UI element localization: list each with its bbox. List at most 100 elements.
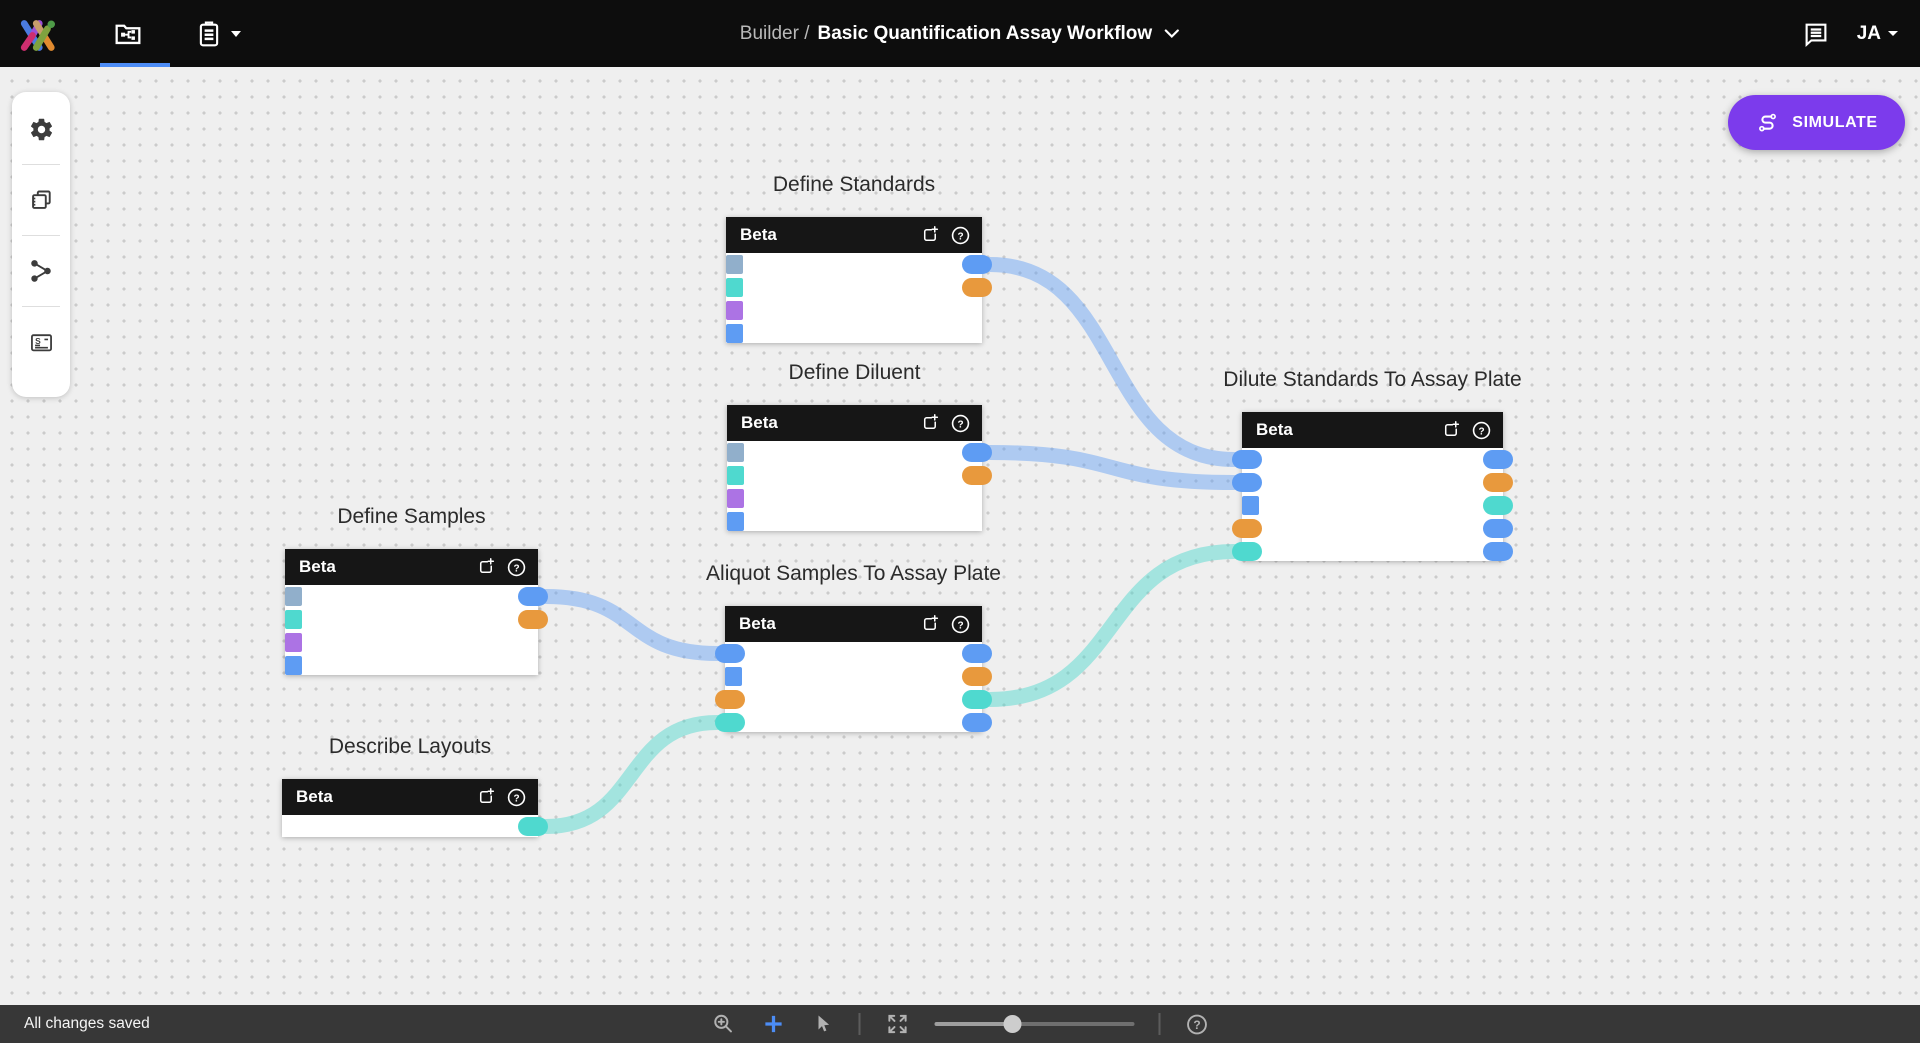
node-describe-layouts[interactable]: Beta ? [282, 779, 548, 837]
left-port-blue[interactable] [1242, 496, 1259, 515]
node-aliquot-samples[interactable]: Beta ? [715, 606, 992, 732]
left-port-orange[interactable] [715, 690, 745, 709]
breadcrumb-prefix: Builder / [739, 22, 810, 44]
node-header[interactable]: Beta ? [282, 779, 538, 815]
left-port-blue[interactable] [727, 512, 744, 531]
zoom-in-button[interactable] [711, 1011, 737, 1037]
zoom-in-icon [714, 1014, 732, 1033]
node-define-diluent[interactable]: Beta ? [727, 405, 992, 531]
copy-add-button[interactable] [475, 557, 496, 578]
left-port-orange[interactable] [1232, 519, 1262, 538]
right-port-blue[interactable] [962, 443, 992, 462]
node-define-standards[interactable]: Beta ? [726, 217, 992, 343]
left-port-slate[interactable] [285, 587, 302, 606]
right-port-orange[interactable] [1483, 473, 1513, 492]
protocols-clipboard-icon [199, 20, 219, 46]
left-port-teal[interactable] [715, 713, 745, 732]
caret-down-icon [231, 30, 241, 37]
connection-edge[interactable] [538, 589, 725, 661]
right-port-teal[interactable] [518, 817, 548, 836]
right-port-blue[interactable] [962, 713, 992, 732]
help-circle-button[interactable]: ? [950, 614, 971, 635]
copy-add-button[interactable] [919, 225, 940, 246]
help-circle-button[interactable]: ? [506, 557, 527, 578]
right-port-blue[interactable] [1483, 519, 1513, 538]
connection-edge[interactable] [982, 445, 1242, 490]
right-port-orange[interactable] [962, 667, 992, 686]
help-circle-button[interactable]: ? [950, 413, 971, 434]
copy-add-button[interactable] [475, 787, 496, 808]
simulate-button[interactable]: SIMULATE [1728, 95, 1905, 150]
right-port-blue[interactable] [962, 644, 992, 663]
left-port-purple[interactable] [726, 301, 743, 320]
right-port-teal[interactable] [962, 690, 992, 709]
node-header[interactable]: Beta ? [726, 217, 982, 253]
zoom-slider-thumb[interactable] [1003, 1015, 1022, 1033]
left-port-blue[interactable] [1232, 473, 1262, 492]
left-port-blue[interactable] [715, 644, 745, 663]
share-connections-button[interactable] [12, 242, 70, 300]
connection-edge[interactable] [982, 257, 1242, 467]
node-header[interactable]: Beta ? [727, 405, 982, 441]
help-circle-button[interactable]: ? [506, 787, 527, 808]
left-port-slate[interactable] [727, 443, 744, 462]
user-initials: JA [1856, 22, 1881, 44]
workflow-settings-button[interactable] [12, 100, 70, 158]
zoom-slider[interactable] [934, 1015, 1135, 1033]
help-circle-button[interactable]: ? [950, 225, 971, 246]
help-button[interactable]: ? [1185, 1012, 1210, 1037]
simulation-details-button[interactable]: S [12, 313, 70, 371]
beta-badge: Beta [296, 787, 333, 806]
left-port-blue[interactable] [726, 324, 743, 343]
svg-text:?: ? [513, 793, 519, 804]
left-port-blue[interactable] [285, 656, 302, 675]
synthace-logo[interactable] [14, 11, 60, 57]
simulation-card-icon: S [30, 333, 52, 351]
svg-text:?: ? [957, 231, 963, 242]
fit-view-button[interactable] [885, 1011, 911, 1037]
add-element-button[interactable] [761, 1011, 787, 1037]
left-port-purple[interactable] [285, 633, 302, 652]
right-port-orange[interactable] [962, 466, 992, 485]
copy-add-button[interactable] [919, 413, 940, 434]
left-port-purple[interactable] [727, 489, 744, 508]
left-port-teal[interactable] [1232, 542, 1262, 561]
right-port-blue[interactable] [518, 587, 548, 606]
left-port-teal[interactable] [726, 278, 743, 297]
node-header[interactable]: Beta ? [285, 549, 538, 585]
node-title-aliquot-samples: Aliquot Samples To Assay Plate [706, 562, 1001, 585]
chevron-down-icon[interactable] [1164, 28, 1180, 39]
help-circle-button[interactable]: ? [1471, 420, 1492, 441]
right-port-orange[interactable] [962, 278, 992, 297]
left-port-blue[interactable] [1232, 450, 1262, 469]
node-header[interactable]: Beta ? [1242, 412, 1503, 448]
left-port-teal[interactable] [727, 466, 744, 485]
right-port-blue[interactable] [1483, 542, 1513, 561]
breadcrumb[interactable]: Builder / Basic Quantification Assay Wor… [740, 0, 1180, 67]
right-port-teal[interactable] [1483, 496, 1513, 515]
feedback-button[interactable] [1801, 0, 1831, 67]
plates-panel-button[interactable] [12, 171, 70, 229]
left-port-blue[interactable] [725, 667, 742, 686]
node-define-samples[interactable]: Beta ? [285, 549, 548, 675]
right-port-blue[interactable] [962, 255, 992, 274]
beta-badge: Beta [740, 225, 777, 244]
user-menu[interactable]: JA [1857, 23, 1898, 45]
connection-edge[interactable] [538, 715, 725, 834]
protocols-menu-button[interactable] [186, 0, 249, 67]
left-port-teal[interactable] [285, 610, 302, 629]
select-cursor-button[interactable] [811, 1012, 835, 1036]
copy-add-button[interactable] [919, 614, 940, 635]
node-header[interactable]: Beta ? [725, 606, 982, 642]
right-port-blue[interactable] [1483, 450, 1513, 469]
node-dilute-standards[interactable]: Beta ? [1232, 412, 1513, 561]
svg-text:?: ? [1478, 426, 1484, 437]
right-port-orange[interactable] [518, 610, 548, 629]
copy-add-button[interactable] [1440, 420, 1461, 441]
workflow-browser-tab[interactable] [100, 0, 170, 67]
node-title-describe-layouts: Describe Layouts [328, 735, 492, 758]
left-port-slate[interactable] [726, 255, 743, 274]
plates-icon [31, 190, 51, 209]
beta-badge: Beta [741, 413, 778, 432]
connection-edge[interactable] [982, 544, 1242, 707]
